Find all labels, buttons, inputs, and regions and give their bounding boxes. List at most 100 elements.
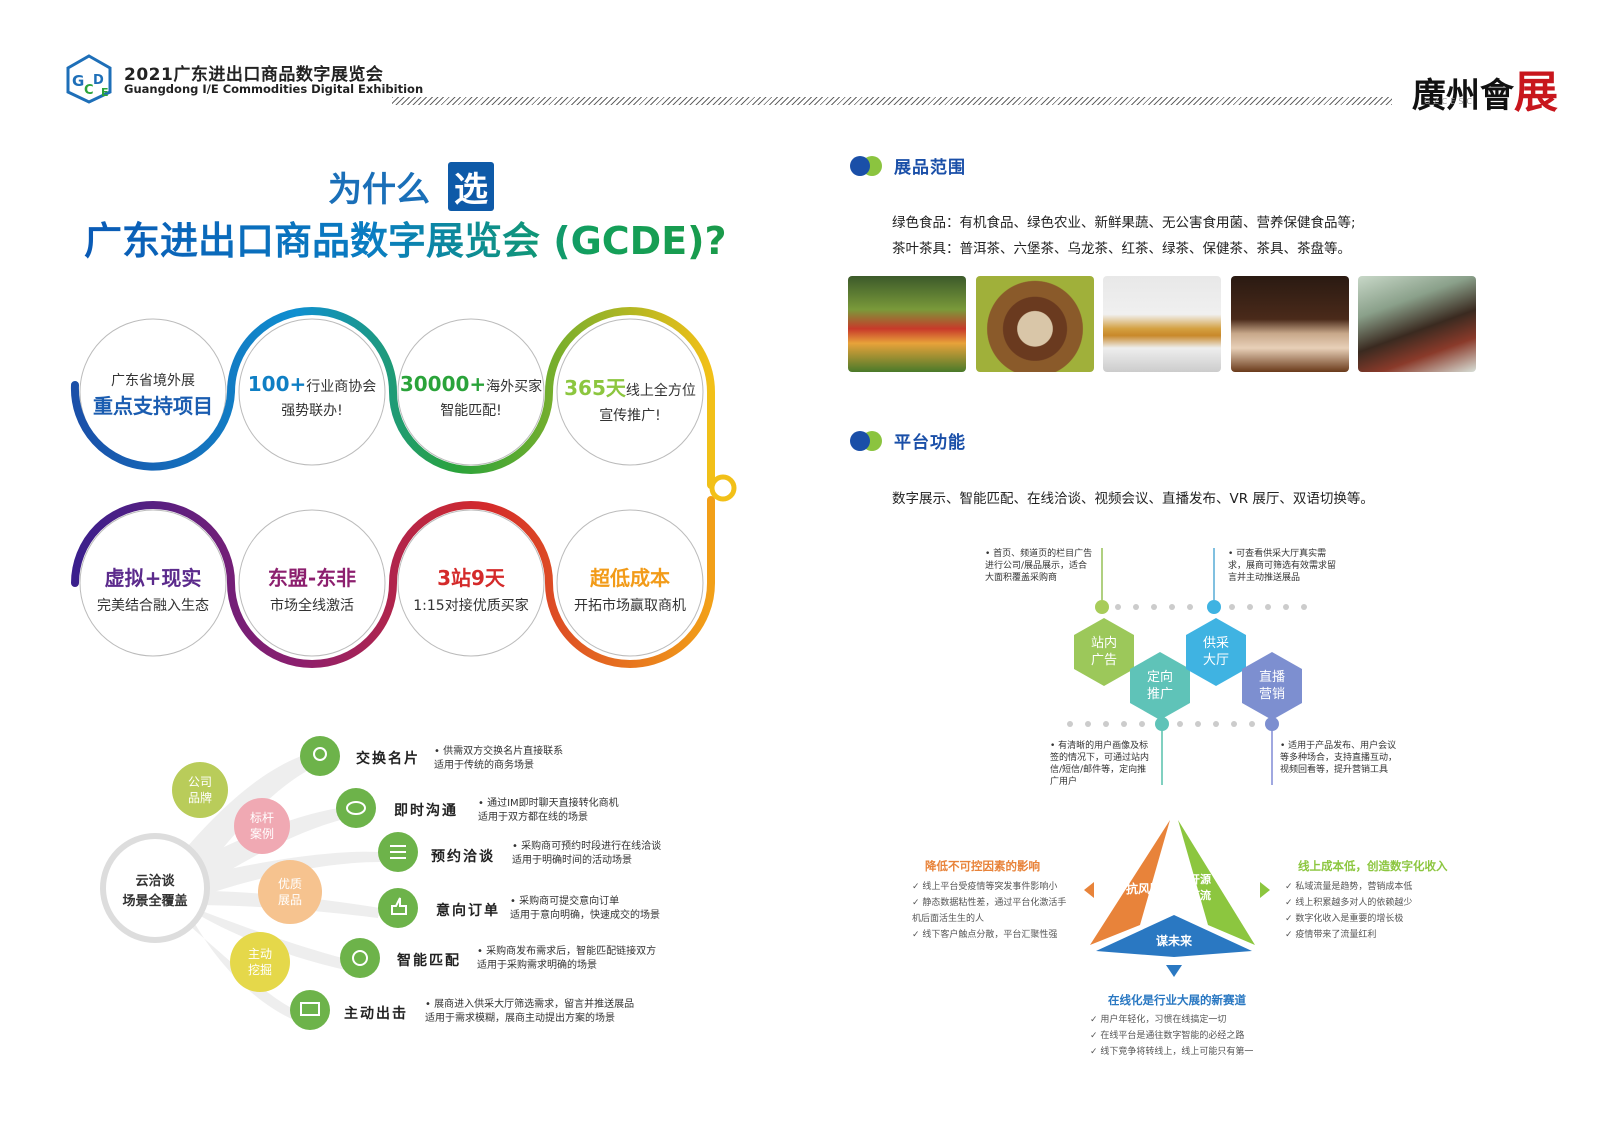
tri-right-heading: 线上成本低，创造数字化收入 xyxy=(1298,859,1448,873)
desc-line: 适用于需求模糊，展商主动提出方案的场景 xyxy=(425,1013,615,1024)
tri-left-item: ✓ 静态数据粘性差，通过平台化激活手 xyxy=(912,898,1067,908)
bubble-text: 公司 xyxy=(188,775,212,789)
hex-text: 营销 xyxy=(1259,687,1285,702)
feature-title: 交换名片 xyxy=(356,751,420,767)
bubble-text: 主动 xyxy=(248,947,272,961)
platform-title: 平台功能 xyxy=(894,433,966,453)
tri-left-heading: 降低不可控因素的影响 xyxy=(925,859,1040,873)
circle-highlight: 虚拟+现实 xyxy=(104,566,202,590)
scope-title: 展品范围 xyxy=(894,158,966,178)
tri-label-future: 谋未来 xyxy=(1156,933,1193,948)
desc-line: • 展商进入供采大厅筛选需求，留言并推送展品 xyxy=(425,999,635,1010)
circle-line2: 智能匹配! xyxy=(440,403,502,419)
tri-right-item: ✓ 疫情带来了流量红利 xyxy=(1285,930,1377,940)
desc-line: 适用于双方都在线的场景 xyxy=(478,812,588,823)
hex-text: 直播 xyxy=(1259,670,1285,685)
svg-text:D: D xyxy=(93,73,104,88)
monitor-icon xyxy=(300,1002,320,1016)
circle-three-stations: 3站9天 1:15对接优质买家 xyxy=(391,562,551,615)
why-prefix: 为什么 xyxy=(328,170,430,210)
tri-bottom-item: ✓ 用户年轻化，习惯在线搞定一切 xyxy=(1090,1015,1227,1025)
desc-line: • 供需双方交换名片直接联系 xyxy=(434,746,564,757)
tri-right-item: ✓ 线上积累越多对人的依赖越少 xyxy=(1285,898,1413,908)
hex-text: 广告 xyxy=(1091,653,1117,668)
why-subheading: 广东进出口商品数字展览会 (GCDE)? xyxy=(84,210,727,265)
photo-shop-display xyxy=(1103,276,1221,372)
section-dots-icon xyxy=(850,430,884,452)
feature-desc: • 供需双方交换名片直接联系适用于传统的商务场景 xyxy=(434,745,563,773)
tri-left-item: ✓ 线上平台受疫情等突发事件影响小 xyxy=(912,882,1058,892)
circle-line2: 强势联办! xyxy=(281,403,343,419)
feature-desc: • 采购商可提交意向订单适用于意向明确，快速成交的场景 xyxy=(510,895,660,923)
scope-heading: 展品范围 xyxy=(850,153,966,178)
hex-note-hall: • 可查看供采大厅真实需求，展商可筛选有效需求留言并主动推送展品 xyxy=(1228,549,1337,583)
brand-logo: 廣州會展 xyxy=(1412,56,1558,120)
feature-desc: • 采购商可预约时段进行在线洽谈适用于明确时间的活动场景 xyxy=(512,840,661,868)
desc-line: 适用于采购需求明确的场景 xyxy=(477,960,597,971)
bubble-text: 品牌 xyxy=(188,791,212,805)
circle-line1: 广东省境外展 xyxy=(111,373,195,389)
exhibition-title-en: Guangdong I/E Commodities Digital Exhibi… xyxy=(124,82,424,96)
svg-text:G: G xyxy=(72,72,84,90)
feature-title: 主动出击 xyxy=(344,1006,408,1022)
tri-left-item: 机后面活生生的人 xyxy=(912,914,985,924)
circle-highlight: 100+ xyxy=(247,372,307,396)
circle-line1: 线上全方位 xyxy=(625,383,696,399)
bubble-text: 展品 xyxy=(278,893,302,907)
circle-support-project: 广东省境外展 重点支持项目 xyxy=(73,370,233,419)
photo-teapot xyxy=(1358,276,1476,372)
feature-desc: • 展商进入供采大厅筛选需求，留言并推送展品适用于需求模糊，展商主动提出方案的场… xyxy=(425,998,634,1026)
photo-vegetables xyxy=(848,276,966,372)
location-icon xyxy=(313,747,327,761)
circle-line2: 宣传推广! xyxy=(599,408,661,424)
gear-icon xyxy=(352,950,368,966)
center-text: 场景全覆盖 xyxy=(122,893,187,909)
tri-label-source: 开源 xyxy=(1189,872,1211,886)
circle-highlight: 365天 xyxy=(564,376,626,400)
triangle-diagram: 抗风险 开源 节流 谋未来 xyxy=(1084,820,1270,977)
platform-heading: 平台功能 xyxy=(850,428,966,453)
circle-low-cost: 超低成本 开拓市场赢取商机 xyxy=(550,562,710,615)
tri-label-source: 节流 xyxy=(1189,888,1211,902)
circle-virtual-reality: 虚拟+现实 完美结合融入生态 xyxy=(73,562,233,615)
header-divider xyxy=(392,97,1392,105)
tri-right-item: ✓ 数字化收入是重要的增长极 xyxy=(1285,914,1404,924)
circle-highlight: 3站9天 xyxy=(437,566,505,590)
list-icon xyxy=(390,845,406,859)
advantages-ring xyxy=(70,307,737,668)
hex-note-targeting: • 有清晰的用户画像及标签的情况下，可通过站内信/短信/邮件等，定向推广用户 xyxy=(1050,741,1150,787)
feature-title: 即时沟通 xyxy=(394,803,458,819)
circle-highlight: 超低成本 xyxy=(590,566,670,590)
hex-text: 大厅 xyxy=(1203,653,1229,668)
hex-note-live: • 适用于产品发布、用户会议等多种场合，支持直播互动，视频回看等，提升营销工具 xyxy=(1280,741,1398,775)
cloud-negotiation-diagram: 公司 品牌 标杆 案例 优质 展品 主动 挖掘 云洽谈 场景全覆盖 xyxy=(100,736,418,1030)
hex-text: 推广 xyxy=(1147,687,1173,702)
desc-line: • 采购商可预约时段进行在线洽谈 xyxy=(512,841,662,852)
circle-line2: 1:15对接优质买家 xyxy=(413,598,529,614)
bubble-text: 标杆 xyxy=(250,811,274,825)
platform-hex-diagram: 站内 广告 定向 推广 供采 大厅 直播 营销 xyxy=(1067,548,1307,785)
svg-text:C: C xyxy=(84,83,94,98)
brand-en: GZCESC xyxy=(1424,97,1475,106)
photo-tea-dishes xyxy=(1231,276,1349,372)
svg-text:E: E xyxy=(101,86,109,99)
center-text: 云洽谈 xyxy=(135,873,175,889)
feature-title: 智能匹配 xyxy=(397,953,461,969)
thumbs-up-icon xyxy=(391,897,407,915)
desc-line: • 通过IM即时聊天直接转化商机 xyxy=(478,798,619,809)
desc-line: 适用于意向明确，快速成交的场景 xyxy=(510,910,660,921)
feature-desc: • 通过IM即时聊天直接转化商机适用于双方都在线的场景 xyxy=(478,797,619,825)
why-box: 选 xyxy=(448,162,494,211)
chat-icon xyxy=(346,801,366,815)
circle-line2: 市场全线激活 xyxy=(270,598,354,614)
feature-desc: • 采购商发布需求后，智能匹配链接双方适用于采购需求明确的场景 xyxy=(477,945,656,973)
photo-mushrooms xyxy=(976,276,1094,372)
gcde-logo-icon: G C D E xyxy=(66,54,112,104)
bubble-text: 优质 xyxy=(278,877,302,891)
circle-promotion: 365天线上全方位 宣传推广! xyxy=(550,372,710,425)
brand-main: 廣州會 xyxy=(1412,76,1514,116)
tri-bottom-heading: 在线化是行业大展的新赛道 xyxy=(1108,993,1246,1007)
circle-line1: 海外买家 xyxy=(486,379,543,395)
scope-line-tea: 茶叶茶具：普洱茶、六堡茶、乌龙茶、红茶、绿茶、保健茶、茶具、茶盘等。 xyxy=(892,241,1351,257)
hex-text: 供采 xyxy=(1203,636,1229,651)
